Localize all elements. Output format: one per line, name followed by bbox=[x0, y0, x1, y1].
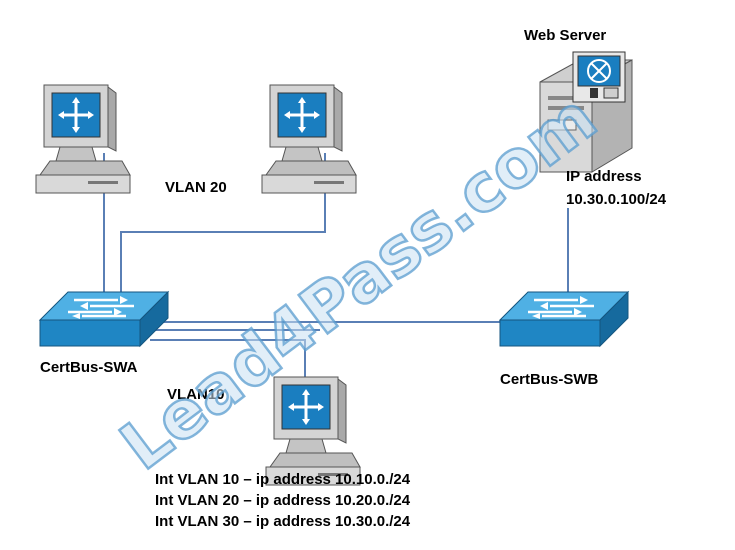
pc-bottom bbox=[264, 375, 362, 487]
web-server-label: Web Server bbox=[524, 27, 606, 44]
interface-line-1: Int VLAN 10 – ip address 10.10.0./24 bbox=[155, 471, 411, 488]
link-swa-pc3 bbox=[150, 339, 306, 380]
vlan10-label: VLAN10 bbox=[167, 386, 225, 403]
pc-top-left bbox=[34, 83, 132, 195]
swb-label: CertBus-SWB bbox=[500, 371, 599, 388]
watermark: Lead4Pass.com bbox=[107, 79, 611, 485]
interface-line-2: Int VLAN 20 – ip address 10.20.0./24 bbox=[155, 492, 411, 509]
swa-label: CertBus-SWA bbox=[40, 359, 138, 376]
ip-address-label: IP address bbox=[566, 168, 642, 185]
vlan20-label: VLAN 20 bbox=[165, 179, 227, 196]
interface-line-3: Int VLAN 30 – ip address 10.30.0./24 bbox=[155, 513, 411, 530]
ip-address-value: 10.30.0.100/24 bbox=[566, 191, 667, 208]
switch-swb bbox=[498, 290, 630, 348]
pc-top-center bbox=[260, 83, 358, 195]
switch-swa bbox=[38, 290, 170, 348]
web-server-icon bbox=[539, 51, 633, 173]
